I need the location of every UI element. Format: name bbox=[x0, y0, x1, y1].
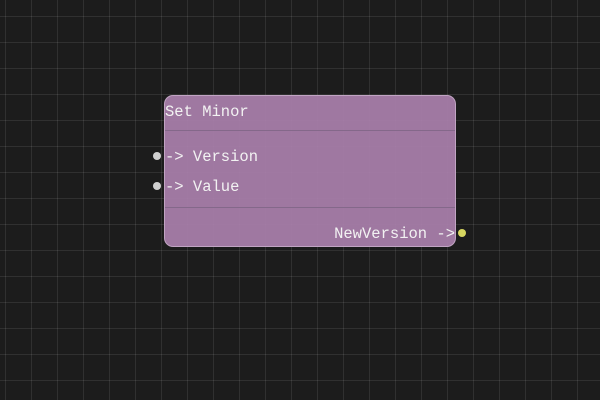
header-divider bbox=[165, 130, 455, 131]
input-label-value: -> Value bbox=[165, 178, 240, 196]
input-port-version-icon[interactable] bbox=[153, 152, 161, 160]
output-label-newversion: NewVersion -> bbox=[334, 225, 455, 243]
input-label-version: -> Version bbox=[165, 148, 259, 166]
set-minor-node[interactable]: Set Minor -> Version -> Value NewVersion… bbox=[164, 95, 456, 247]
input-port-value-icon[interactable] bbox=[153, 182, 161, 190]
body-divider bbox=[165, 207, 455, 208]
output-port-newversion-icon[interactable] bbox=[458, 229, 466, 237]
node-title: Set Minor bbox=[165, 103, 249, 121]
